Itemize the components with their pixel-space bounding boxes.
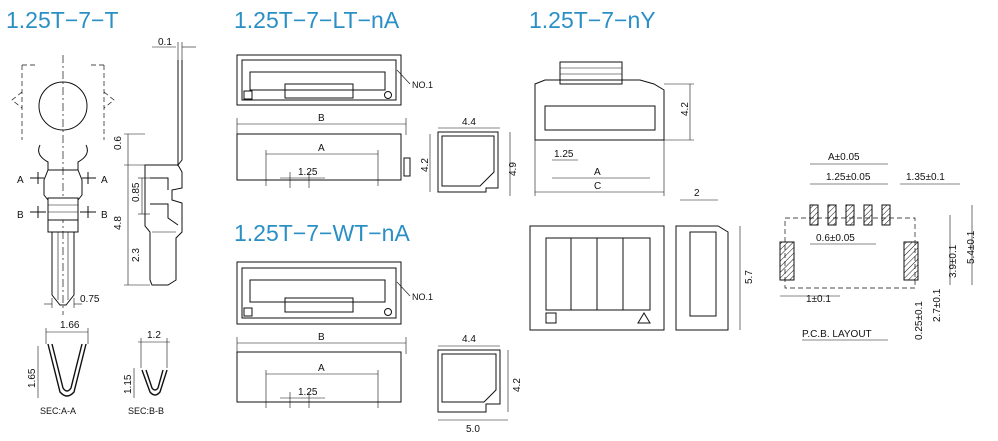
terminal-dim-23: 2.3 [131, 248, 142, 262]
section-a-left: A [17, 175, 24, 186]
terminal-front-view: A A B B 0.75 [11, 55, 115, 315]
terminal-dim-085: 0.85 [131, 182, 142, 202]
pcb-layout: A±0.05 1.25±0.05 1.35±0.1 0.6±0.05 1±0.1… [779, 152, 977, 341]
wt-side-view: 4.4 4.2 5.0 [437, 334, 523, 435]
lt-side-width: 4.4 [462, 117, 476, 128]
housing-dim-a: A [594, 167, 601, 178]
lt-side-h2: 4.9 [508, 162, 519, 176]
section-b-right: B [101, 210, 108, 221]
sec-bb-height: 1.15 [123, 374, 134, 394]
pcb-06: 0.6±0.05 [816, 233, 855, 244]
housing-pitch: 1.25 [554, 149, 574, 160]
wt-side-width: 4.4 [462, 334, 476, 345]
lt-dim-pitch: 1.25 [298, 167, 318, 178]
sec-aa-width: 1.66 [60, 320, 80, 331]
wt-title: 1.25T−7−WT−nA [234, 220, 410, 246]
wt-side-h: 4.2 [512, 378, 523, 392]
terminal-side-view: 0.1 0.6 4.8 0.85 2.3 [113, 37, 196, 286]
section-b-left: B [17, 210, 24, 221]
section-bb: 1.2 1.15 SEC:B-B [123, 330, 170, 416]
housing-height-57: 5.7 [744, 270, 755, 284]
wt-front-view: B A 1.25 [236, 332, 407, 408]
lt-side-view: 4.4 4.2 4.9 [420, 117, 519, 196]
terminal-width-075: 0.75 [80, 294, 100, 305]
sec-aa-label: SEC:A-A [40, 406, 76, 416]
lt-dim-a: A [318, 143, 325, 154]
terminal-length-48: 4.8 [113, 216, 124, 230]
wt-dim-b: B [318, 332, 325, 343]
wt-side-bottom: 5.0 [466, 424, 480, 435]
wt-top-view: NO.1 [236, 261, 433, 325]
pcb-dim-a: A±0.05 [828, 152, 860, 163]
housing-side-view: 2 5.7 [675, 188, 755, 331]
pcb-label: P.C.B. LAYOUT [802, 329, 872, 340]
lt-side-h1: 4.2 [420, 158, 431, 172]
lt-top-view: NO.1 [236, 54, 433, 106]
terminal-thickness-01: 0.1 [158, 37, 172, 48]
housing-front-view [529, 225, 665, 331]
sec-bb-label: SEC:B-B [128, 406, 164, 416]
pcb-39: 3.9±0.1 [948, 244, 959, 278]
pcb-27: 2.7±0.1 [932, 288, 943, 322]
housing-top-view: 4.2 1.25 A C [534, 61, 694, 196]
sec-bb-width: 1.2 [147, 330, 161, 341]
lt-title: 1.25T−7−LT−nA [234, 7, 400, 33]
section-aa: 1.66 1.65 SEC:A-A [27, 320, 89, 416]
pcb-1: 1±0.1 [806, 294, 831, 305]
sec-aa-height: 1.65 [27, 368, 38, 388]
pcb-54: 5.4±0.1 [966, 230, 977, 264]
housing-dim-c: C [594, 181, 601, 192]
wt-dim-pitch: 1.25 [298, 387, 318, 398]
lt-front-view: B A 1.25 [236, 113, 411, 188]
wt-dim-a: A [318, 363, 325, 374]
terminal-dim-06: 0.6 [113, 136, 124, 150]
housing-title: 1.25T−7−nY [529, 7, 656, 33]
lt-dim-b: B [318, 113, 325, 124]
housing-top-h: 4.2 [680, 102, 691, 116]
pcb-135: 1.35±0.1 [906, 172, 945, 183]
terminal-title: 1.25T−7−T [6, 7, 119, 33]
wt-no1: NO.1 [412, 292, 433, 302]
housing-side-w: 2 [694, 188, 700, 199]
pcb-025: 0.25±0.1 [914, 301, 925, 340]
lt-no1: NO.1 [412, 80, 433, 90]
pcb-pitch: 1.25±0.05 [826, 172, 871, 183]
section-a-right: A [101, 175, 108, 186]
